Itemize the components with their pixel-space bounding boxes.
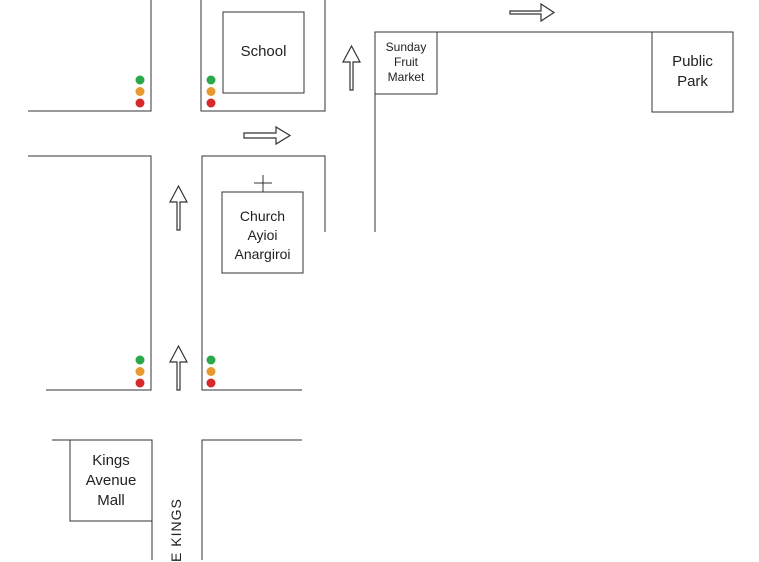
traffic-light-icon-top-right <box>206 75 216 108</box>
traffic-light-icon-bottom-left <box>135 355 145 388</box>
cross-icon <box>254 175 272 192</box>
block-bottom-right <box>201 439 302 560</box>
school-label: School <box>240 43 287 60</box>
traffic-light-icon-top-left <box>135 75 145 108</box>
arrow-right-icon-middle <box>243 125 292 146</box>
block-top-left <box>28 0 152 112</box>
mall-box <box>69 439 153 522</box>
school-box <box>222 11 305 94</box>
arrow-right-icon-top <box>509 2 556 23</box>
park-box <box>651 31 734 113</box>
block-mid-left <box>28 155 152 391</box>
arrow-up-icon-middle <box>169 184 188 231</box>
block-mid-right <box>201 155 326 391</box>
mall-label: Kings Avenue Mall <box>85 452 137 509</box>
church-label: Church Ayioi Anargiroi <box>234 208 291 262</box>
block-top-middle <box>200 0 326 112</box>
market-label: Sunday Fruit Market <box>385 40 427 84</box>
church-box <box>221 191 304 274</box>
traffic-light-icon-bottom-right <box>206 355 216 388</box>
street-label: E KINGS <box>168 498 184 562</box>
arrow-up-icon-bottom <box>169 344 188 391</box>
arrow-up-icon-right <box>342 44 361 91</box>
market-box <box>374 31 438 95</box>
park-label: Public Park <box>672 53 713 90</box>
